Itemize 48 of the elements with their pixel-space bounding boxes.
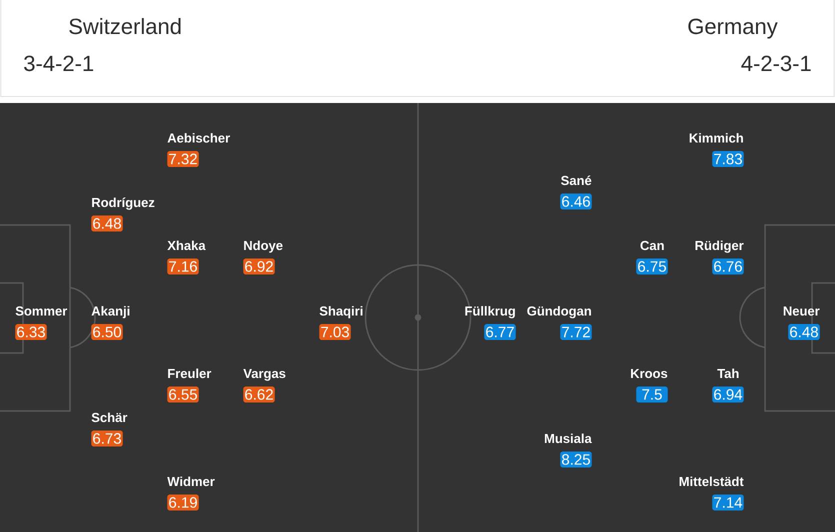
rating-badge: 6.92 — [243, 258, 275, 274]
player-name: Akanji — [92, 306, 130, 318]
player-name: Ndoye — [244, 240, 283, 253]
rating-badge: 6.33 — [15, 324, 47, 340]
rating-badge: 7.14 — [712, 494, 744, 510]
player-name: Füllkrug — [465, 306, 515, 318]
player-name: Freuler — [168, 368, 212, 378]
rating-badge: 6.76 — [712, 258, 744, 274]
player-name: Sommer — [16, 306, 68, 316]
player-name: Sané — [561, 175, 592, 186]
player-name: Can — [640, 240, 664, 250]
rating-badge: 7.32 — [167, 151, 199, 167]
player-name: Kroos — [631, 369, 668, 378]
rating-badge: 8.25 — [560, 452, 592, 468]
player-name: Musiala — [544, 434, 592, 444]
rating-badge: 6.46 — [560, 194, 592, 210]
player-name: Shaqiri — [320, 306, 362, 318]
player-name: Neuer — [784, 306, 820, 316]
rating-badge: 7.5 — [636, 386, 668, 402]
formation: 4-2-3-1 — [741, 56, 811, 72]
player-name: Rüdiger — [696, 240, 744, 253]
player-name: Mittelstädt — [680, 476, 744, 486]
rating-badge: 6.94 — [712, 386, 744, 402]
rating-badge: 6.48 — [788, 324, 820, 340]
rating-badge: 7.83 — [712, 151, 744, 167]
player-name: Vargas — [243, 369, 286, 381]
player-name: Gündogan — [527, 306, 591, 318]
rating-badge: 7.03 — [319, 324, 351, 340]
rating-badge: 6.50 — [91, 324, 123, 340]
player-name: Aebischer — [168, 133, 230, 143]
rating-badge: 6.62 — [243, 386, 275, 402]
rating-badge: 6.73 — [91, 430, 123, 446]
rating-badge: 6.75 — [636, 258, 668, 274]
player-name: Tah — [717, 368, 739, 378]
player-name: Rodríguez — [92, 197, 154, 210]
rating-badge: 6.48 — [91, 216, 123, 232]
formation: 3-4-2-1 — [24, 56, 94, 72]
player-name: Schär — [92, 412, 128, 422]
team-name: Switzerland — [69, 18, 181, 34]
player-name: Xhaka — [167, 240, 206, 250]
rating-badge: 6.19 — [167, 494, 199, 510]
rating-badge: 6.55 — [167, 386, 199, 402]
rating-badge: 7.16 — [167, 258, 199, 274]
player-name: Kimmich — [690, 133, 743, 143]
player-name: Widmer — [167, 476, 215, 486]
team-name: Germany — [688, 18, 778, 39]
rating-badge: 6.77 — [484, 324, 516, 340]
rating-badge: 7.72 — [560, 324, 592, 340]
